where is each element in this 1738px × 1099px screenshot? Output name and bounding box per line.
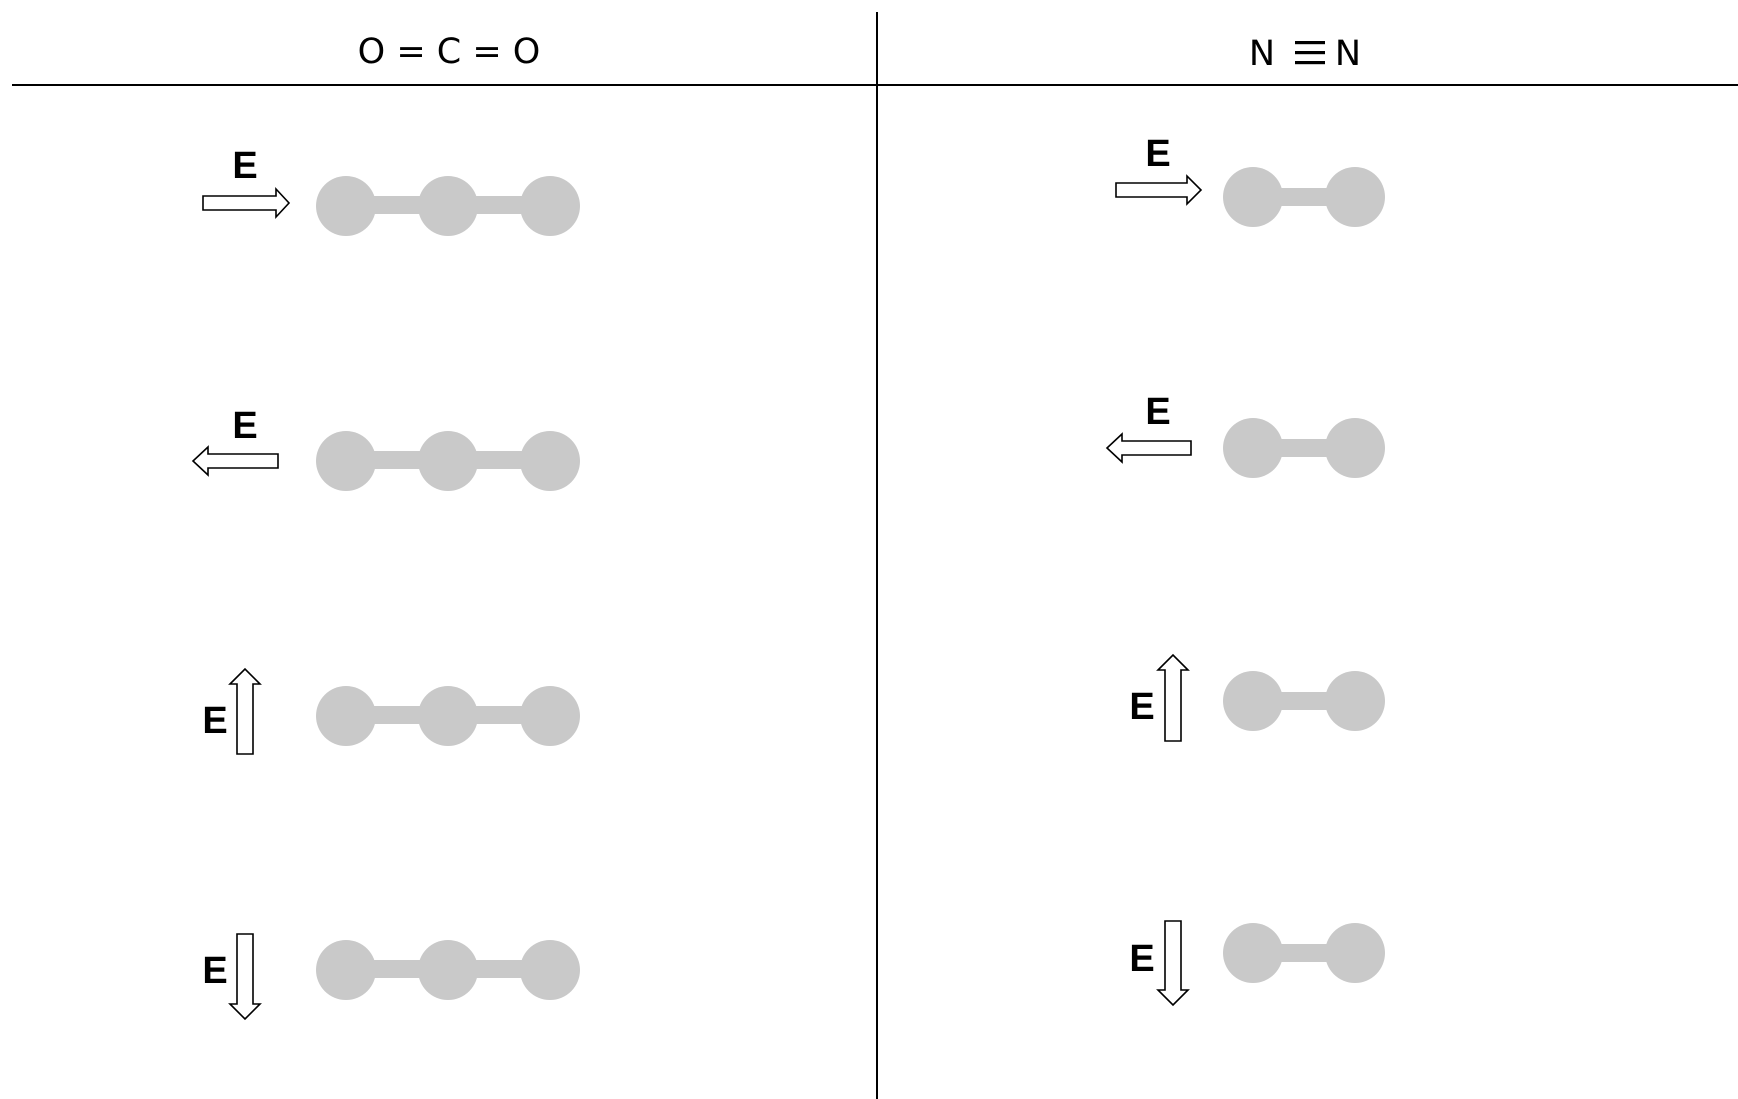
co2-molecule <box>316 176 580 236</box>
co2-molecule <box>316 686 580 746</box>
oxygen-atom <box>520 431 580 491</box>
arrow-right-icon <box>1115 174 1203 206</box>
field-label: E <box>1129 938 1154 980</box>
co2-row-field-left: E <box>191 405 580 491</box>
co2-molecule <box>316 431 580 491</box>
carbon-atom <box>418 176 478 236</box>
oxygen-atom <box>520 686 580 746</box>
arrow-down-icon <box>228 933 262 1021</box>
arrow-right-icon <box>202 186 291 220</box>
co2-row-field-down: E <box>202 933 580 1021</box>
n2-row-field-down: E <box>1129 920 1385 1007</box>
oxygen-atom <box>316 431 376 491</box>
arrow-up-icon <box>228 667 262 755</box>
nitrogen-atom <box>1325 923 1385 983</box>
field-label: E <box>1129 686 1154 728</box>
field-label: E <box>232 145 257 187</box>
n2-molecule <box>1223 671 1385 731</box>
oxygen-atom <box>316 176 376 236</box>
triple-bond-icon <box>1295 41 1325 65</box>
co2-row-field-up: E <box>202 667 580 755</box>
n2-header: N N <box>1249 34 1361 74</box>
carbon-atom <box>418 686 478 746</box>
oxygen-atom <box>520 176 580 236</box>
nitrogen-atom <box>1223 671 1283 731</box>
carbon-atom <box>418 940 478 1000</box>
field-label: E <box>232 405 257 447</box>
carbon-atom <box>418 431 478 491</box>
nitrogen-atom <box>1325 671 1385 731</box>
oxygen-atom <box>316 940 376 1000</box>
co2-molecule <box>316 940 580 1000</box>
n2-molecule <box>1223 418 1385 478</box>
co2-header: O = C = O <box>358 32 541 72</box>
arrow-up-icon <box>1156 653 1190 742</box>
n2-header-left-atom: N <box>1249 34 1275 74</box>
arrow-left-icon <box>191 445 279 477</box>
n2-header-right-atom: N <box>1335 34 1361 74</box>
field-label: E <box>1145 133 1170 175</box>
arrow-left-icon <box>1105 432 1192 464</box>
field-label: E <box>1145 391 1170 433</box>
nitrogen-atom <box>1223 167 1283 227</box>
nitrogen-atom <box>1325 167 1385 227</box>
n2-row-field-up: E <box>1129 653 1385 742</box>
n2-molecule <box>1223 923 1385 983</box>
nitrogen-atom <box>1223 923 1283 983</box>
arrow-down-icon <box>1156 920 1190 1007</box>
field-label: E <box>202 950 227 992</box>
co2-row-field-right: E <box>202 145 580 236</box>
oxygen-atom <box>520 940 580 1000</box>
n2-row-field-left: E <box>1105 391 1385 478</box>
nitrogen-atom <box>1223 418 1283 478</box>
field-label: E <box>202 700 227 742</box>
n2-row-field-right: E <box>1115 133 1385 227</box>
oxygen-atom <box>316 686 376 746</box>
nitrogen-atom <box>1325 418 1385 478</box>
n2-molecule <box>1223 167 1385 227</box>
